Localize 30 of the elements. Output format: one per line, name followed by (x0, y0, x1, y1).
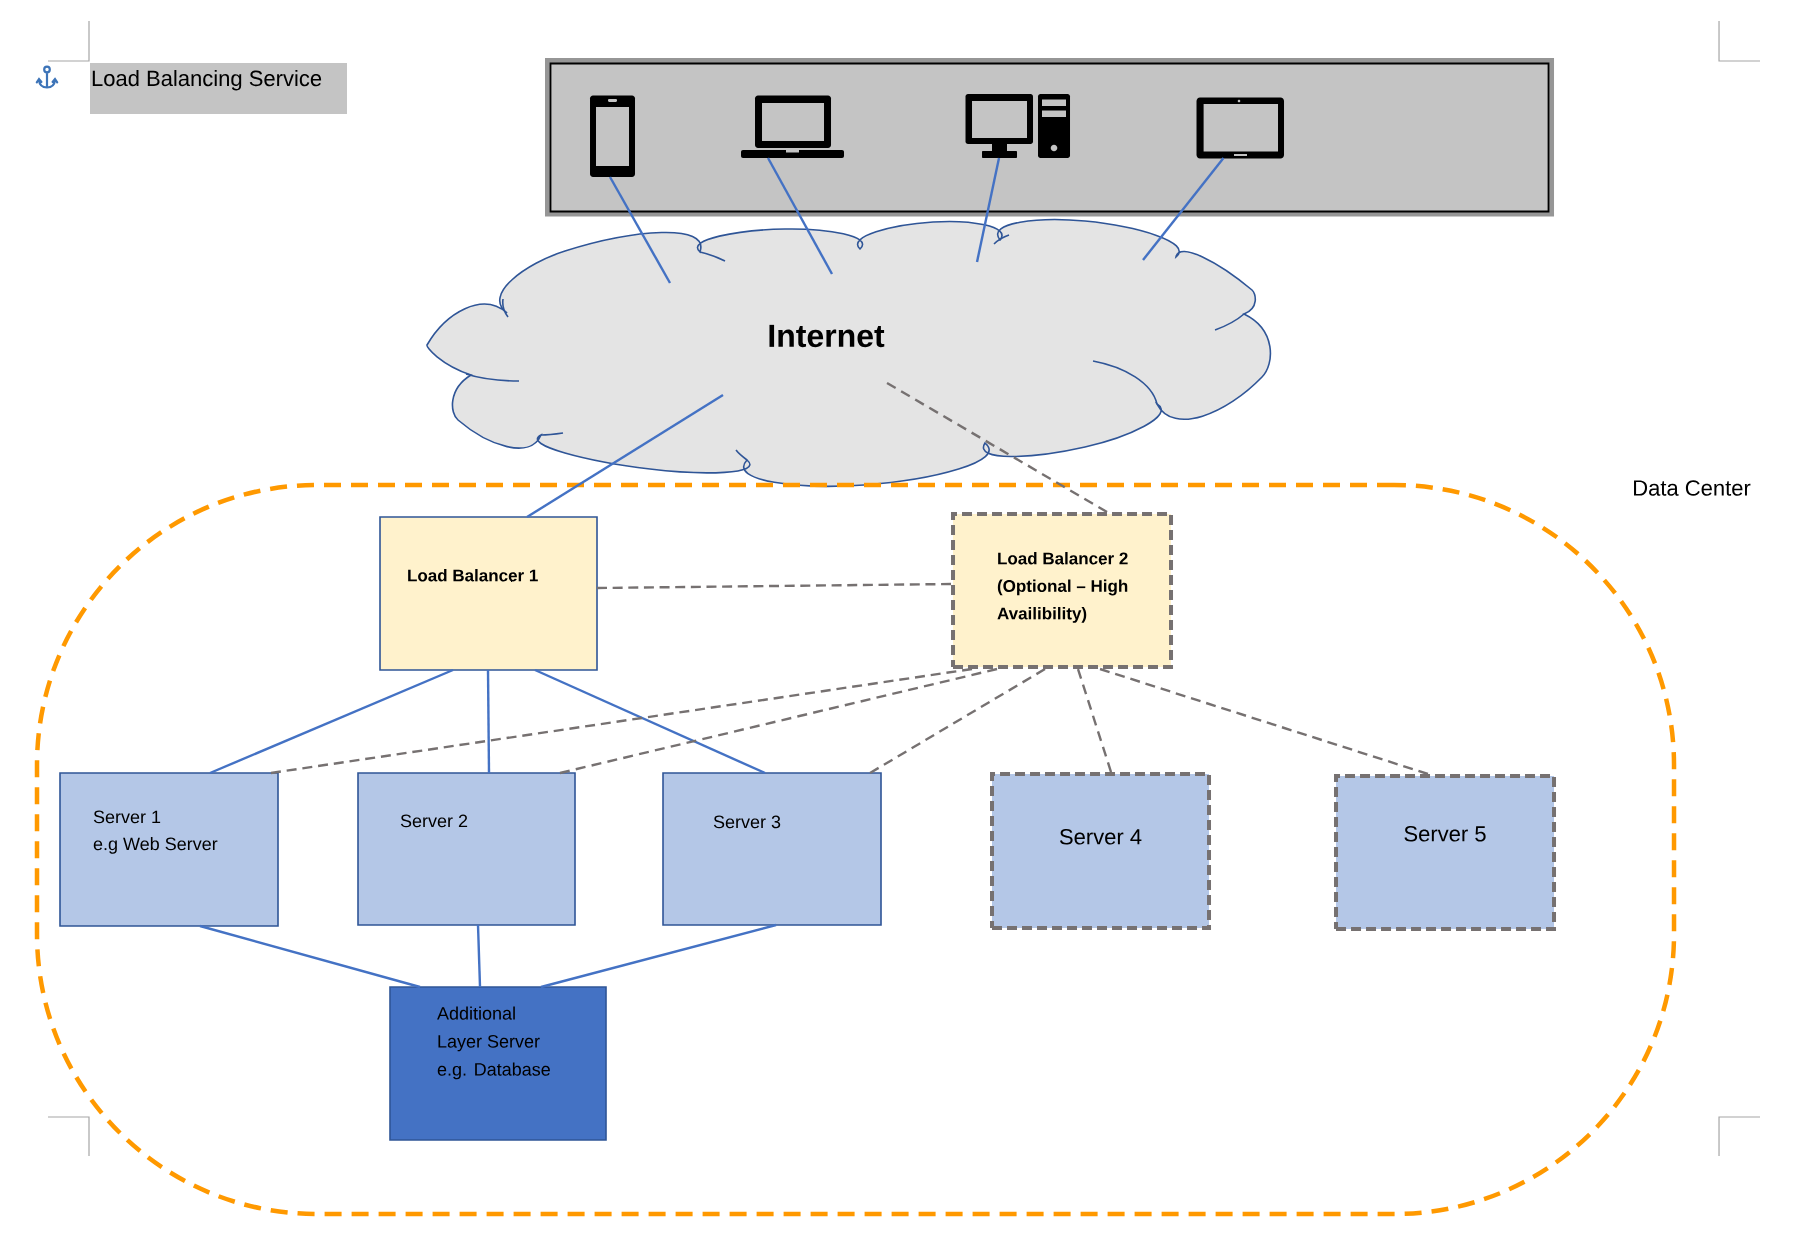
title-banner: Load Balancing Service (90, 63, 347, 114)
region-label: Data Center (1634, 480, 1751, 496)
dashed-line (1099, 667, 1429, 776)
dashed-line (270, 667, 973, 775)
connector-line (975, 157, 1001, 263)
connector-line (209, 668, 454, 775)
dashed-server-box: Server 4 (990, 772, 1211, 930)
load-balancer-box: Load Balancer 1 (379, 516, 598, 671)
connector-line (486, 670, 491, 774)
laptop-icon (741, 95, 844, 158)
dashed-line (559, 667, 998, 775)
desktop-computer-icon (965, 94, 1070, 158)
database-box: Additional Layer Server e.g. Database (389, 986, 607, 1141)
connector-line (476, 924, 482, 988)
dashed-line (1076, 668, 1113, 773)
connector-line (766, 157, 834, 275)
phone-icon (590, 95, 635, 177)
server-box: Server 2 (357, 772, 576, 926)
connector-line (534, 668, 766, 775)
connector-line (540, 923, 777, 989)
server-box: Server 1 e.g Web Server (59, 772, 279, 927)
tablet-icon (1196, 97, 1284, 159)
connector-line (199, 924, 421, 989)
dashed-line (597, 582, 952, 590)
dashed-load-balancer-box: Load Balancer 2 (Optional – High Availibility) (951, 512, 1173, 669)
cloud: Internet (426, 218, 1272, 487)
dashed-server-box: Server 5 (1334, 774, 1556, 931)
dashed-line (869, 667, 1046, 775)
connector-line (526, 394, 724, 519)
server-box: Server 3 (662, 772, 882, 926)
